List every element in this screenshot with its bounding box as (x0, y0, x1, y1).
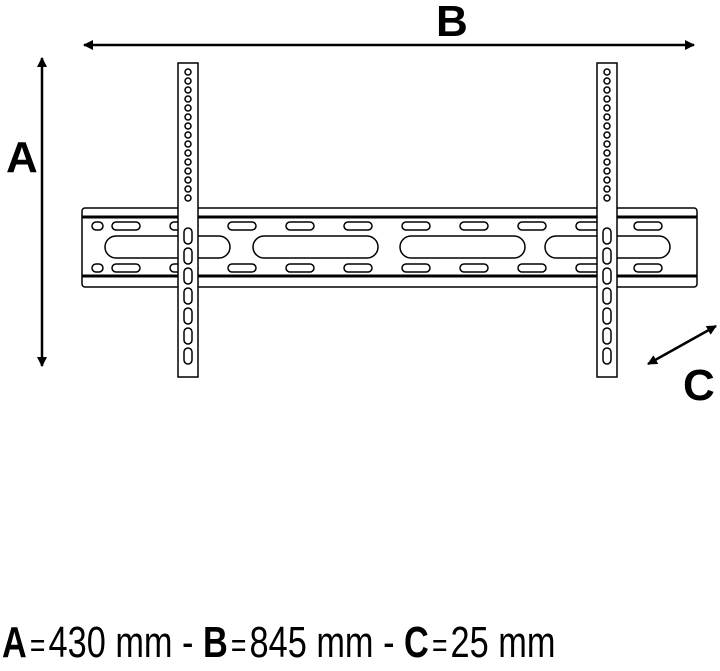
bracket-hole (603, 185, 611, 193)
bracket-hole (184, 158, 192, 166)
bracket-hole (184, 185, 192, 193)
dimension-a-label: A (6, 133, 38, 182)
bracket-hole (184, 113, 192, 121)
caption-b-label: B (203, 618, 228, 667)
dimension-c-arrow (647, 324, 717, 366)
bracket-slot (183, 267, 193, 285)
rail-small-slot (343, 221, 373, 231)
rail-small-slot (285, 221, 315, 231)
rail-small-slot (285, 263, 315, 273)
bracket-hole (184, 131, 192, 139)
rail-small-slot (459, 263, 489, 273)
rail-large-slot (252, 235, 379, 259)
rail-small-slot (343, 263, 373, 273)
rail-small-slot (401, 263, 431, 273)
caption-a-label: A (2, 618, 27, 667)
bracket-slot (183, 247, 193, 265)
dimension-b-label: B (436, 0, 468, 46)
dimensions-caption: A=430 mm - B=845 mm - C=25 mm (2, 618, 555, 668)
bracket-slot (602, 327, 612, 345)
bracket-arm-outline (596, 62, 618, 378)
bracket-slot (183, 347, 193, 365)
bracket-hole (184, 167, 192, 175)
separator: - (182, 618, 194, 667)
bracket-slot (602, 287, 612, 305)
bracket-hole (184, 194, 192, 202)
bracket-hole (603, 95, 611, 103)
bracket-hole (603, 68, 611, 76)
vertical-bracket-arm (177, 62, 199, 378)
caption-a-value: 430 mm (48, 618, 173, 667)
rail-small-slot (517, 221, 547, 231)
bracket-slot (183, 307, 193, 325)
bracket-hole (603, 167, 611, 175)
separator: - (383, 618, 395, 667)
rail-large-slot (399, 235, 526, 259)
bracket-slot (602, 267, 612, 285)
rail-small-slot (91, 221, 104, 231)
rail-small-slot (459, 221, 489, 231)
bracket-hole (603, 149, 611, 157)
rail-large-slot (104, 235, 231, 259)
bracket-hole (603, 86, 611, 94)
vertical-bracket-arm (596, 62, 618, 378)
bracket-hole (603, 131, 611, 139)
bracket-hole (603, 158, 611, 166)
rail-small-slot (633, 221, 663, 231)
bracket-hole (603, 140, 611, 148)
bracket-slot (602, 227, 612, 245)
bracket-hole (603, 104, 611, 112)
equals-sign: = (230, 627, 247, 665)
bracket-hole (603, 122, 611, 130)
bracket-hole (603, 113, 611, 121)
bracket-hole (184, 68, 192, 76)
bracket-hole (184, 149, 192, 157)
bracket-hole (603, 194, 611, 202)
rail-small-slot (111, 263, 141, 273)
bracket-slot (183, 287, 193, 305)
caption-b-value: 845 mm (249, 618, 374, 667)
rail-small-slot (517, 263, 547, 273)
rail-small-slot (401, 221, 431, 231)
bracket-hole (184, 140, 192, 148)
bracket-hole (603, 176, 611, 184)
bracket-slot (602, 247, 612, 265)
bracket-arm-outline (177, 62, 199, 378)
bracket-hole (184, 86, 192, 94)
bracket-hole (184, 176, 192, 184)
equals-sign: = (431, 627, 448, 665)
bracket-hole (184, 104, 192, 112)
dimension-c-label: C (683, 361, 715, 410)
bracket-hole (184, 122, 192, 130)
rail-small-slot (111, 221, 141, 231)
bracket-slot (602, 307, 612, 325)
bracket-hole (603, 77, 611, 85)
equals-sign: = (29, 627, 46, 665)
rail-small-slot (227, 263, 257, 273)
bracket-slot (183, 327, 193, 345)
rail-small-slot (633, 263, 663, 273)
bracket-hole (184, 95, 192, 103)
rail-small-slot (91, 263, 104, 273)
bracket-slot (602, 347, 612, 365)
caption-c-label: C (404, 618, 429, 667)
bracket-hole (184, 77, 192, 85)
caption-c-value: 25 mm (450, 618, 556, 667)
bracket-slot (183, 227, 193, 245)
rail-small-slot (227, 221, 257, 231)
